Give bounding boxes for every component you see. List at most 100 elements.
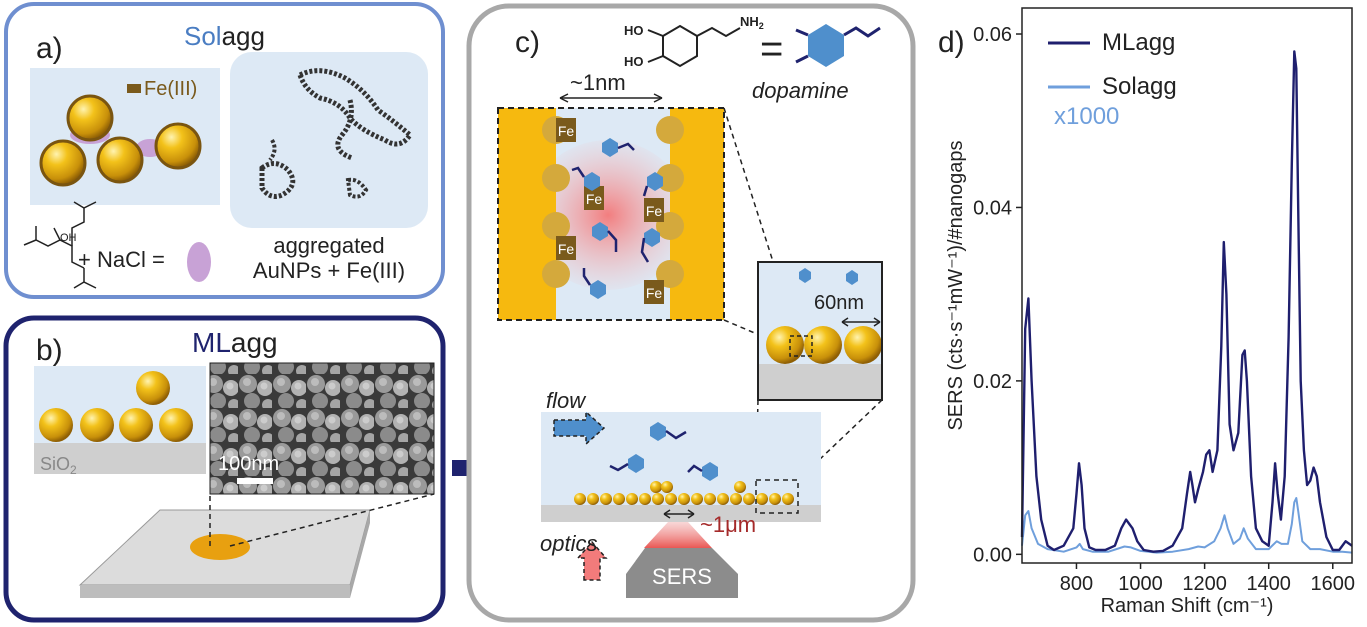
x-tick-label: 800 xyxy=(1060,573,1093,595)
series-line-mlagg xyxy=(1020,50,1353,553)
citrate-molecule xyxy=(23,201,97,289)
gold-nanoparticle xyxy=(154,122,202,170)
panel-c: c) HO HO NH2 = dopamine ~1nm Fe xyxy=(466,3,916,623)
panel-d-letter: d) xyxy=(938,26,965,59)
gold-nanoparticle xyxy=(39,408,73,442)
optics-label: optics xyxy=(540,531,597,556)
dopamine-icon xyxy=(795,24,881,67)
fe-tag: Fe xyxy=(556,118,576,142)
panel-a-title-prefix: Sol xyxy=(184,21,222,51)
dopamine-structure xyxy=(647,24,741,68)
substrate-label: SiO2 xyxy=(40,454,77,477)
particle-zoom-marker xyxy=(755,479,799,514)
x-axis-label: Raman Shift (cm⁻¹) xyxy=(1101,595,1274,617)
panel-a-title-suffix: agg xyxy=(222,21,265,51)
amine-text: NH xyxy=(740,14,759,29)
hydroxyl-label-1: HO xyxy=(624,23,644,38)
spot-label: ~1μm xyxy=(700,512,756,537)
panel-a-title: Solagg xyxy=(184,21,265,51)
dopamine-molecule xyxy=(799,268,811,283)
panel-a-letter: a) xyxy=(36,32,63,65)
x-tick-label: 1000 xyxy=(1118,573,1163,595)
dopamine-molecule xyxy=(702,462,718,481)
dopamine-molecule xyxy=(650,422,666,441)
gap-marker xyxy=(789,335,813,357)
particle-zoom-border xyxy=(757,261,883,401)
gold-nanoparticle xyxy=(80,408,114,442)
spacing-label: 60nm xyxy=(814,292,864,314)
aggregate-caption-line2: AuNPs + Fe(III) xyxy=(253,258,405,283)
plot-frame xyxy=(1021,7,1353,564)
spot-arrowheads xyxy=(663,509,695,519)
zoom-line xyxy=(229,493,435,547)
sem-scalebar-label: 100nm xyxy=(218,453,279,475)
equals-sign: = xyxy=(760,27,783,71)
sem-border xyxy=(209,362,435,495)
panel-b-letter: b) xyxy=(36,334,63,367)
substrate-subscript: 2 xyxy=(70,463,77,477)
scale-annotation: x1000 xyxy=(1054,103,1119,130)
spacing-arrowheads xyxy=(841,317,881,327)
substrate-slab-side xyxy=(350,510,370,598)
hydroxyl-label: OH xyxy=(60,232,77,244)
particle-zoom-substrate xyxy=(758,364,882,400)
y-tick-label: 0.04 xyxy=(973,197,1012,219)
y-axis-label: SERS (cts·s⁻¹mW⁻¹)/#nanogaps xyxy=(945,140,967,430)
y-tick-label: 0.00 xyxy=(973,544,1012,566)
gold-surface-left xyxy=(498,108,556,320)
dopamine-molecule xyxy=(628,454,644,473)
laser-beam xyxy=(644,522,712,548)
fe-tag-label: Fe xyxy=(646,285,663,301)
gold-nanoparticle xyxy=(119,408,153,442)
fe-tag: Fe xyxy=(556,236,576,260)
flow-arrow-icon xyxy=(553,410,606,446)
fe-tag-label: Fe xyxy=(646,203,663,219)
substrate-layer xyxy=(34,443,206,474)
zoom-line xyxy=(797,399,883,481)
sers-label: SERS xyxy=(652,564,712,589)
x-tick-label: 1600 xyxy=(1311,573,1356,595)
hydroxyl-label-2: HO xyxy=(624,54,644,69)
fe-tag: Fe xyxy=(644,198,664,222)
gap-zoom-border xyxy=(497,107,725,321)
series-line-solagg xyxy=(1021,497,1353,554)
molecule-tails xyxy=(609,429,703,473)
aggregate-micrograph xyxy=(230,52,428,228)
optics-arrow-icon xyxy=(576,540,608,581)
sers-objective xyxy=(626,548,738,598)
panel-b: b) MLagg SiO2 100nm xyxy=(3,315,446,623)
panel-b-title: MLagg xyxy=(192,327,278,358)
panel-a: a) Solagg Fe(III) OH + NaCl = xyxy=(4,2,445,299)
zoom-line xyxy=(723,319,791,349)
dopamine-molecule xyxy=(846,270,858,285)
gold-nanoparticle xyxy=(39,139,87,187)
fe-tag: Fe xyxy=(644,280,664,304)
monolayer-particles xyxy=(574,481,794,505)
amine-subscript: 2 xyxy=(759,21,764,31)
citrate-nacl-icon xyxy=(187,242,211,282)
substrate-slab-edge xyxy=(80,585,350,598)
y-tick-label: 0.02 xyxy=(973,371,1012,393)
flow-label: flow xyxy=(546,388,587,413)
fe-tag-label: Fe xyxy=(558,241,575,257)
fe-tag-label: Fe xyxy=(586,191,603,207)
x-tick-label: 1400 xyxy=(1246,573,1291,595)
gold-nanoparticle xyxy=(844,326,882,364)
legend-label-mlagg: MLagg xyxy=(1102,29,1175,56)
panel-b-title-suffix: agg xyxy=(231,327,278,358)
sem-scalebar xyxy=(237,478,273,484)
panel-c-letter: c) xyxy=(515,26,540,59)
sem-image xyxy=(210,363,434,494)
aggregate-caption-line1: aggregated xyxy=(273,233,384,258)
aggregate-chains xyxy=(259,68,414,199)
legend-label-solagg: Solagg xyxy=(1102,73,1177,100)
dopamine-molecules xyxy=(571,138,663,299)
gold-nanoparticle xyxy=(66,94,114,142)
fe-tag: Fe xyxy=(584,186,604,210)
x-tick-label: 1200 xyxy=(1182,573,1227,595)
gold-nanoparticle xyxy=(96,136,144,184)
gap-arrowheads xyxy=(559,93,663,103)
